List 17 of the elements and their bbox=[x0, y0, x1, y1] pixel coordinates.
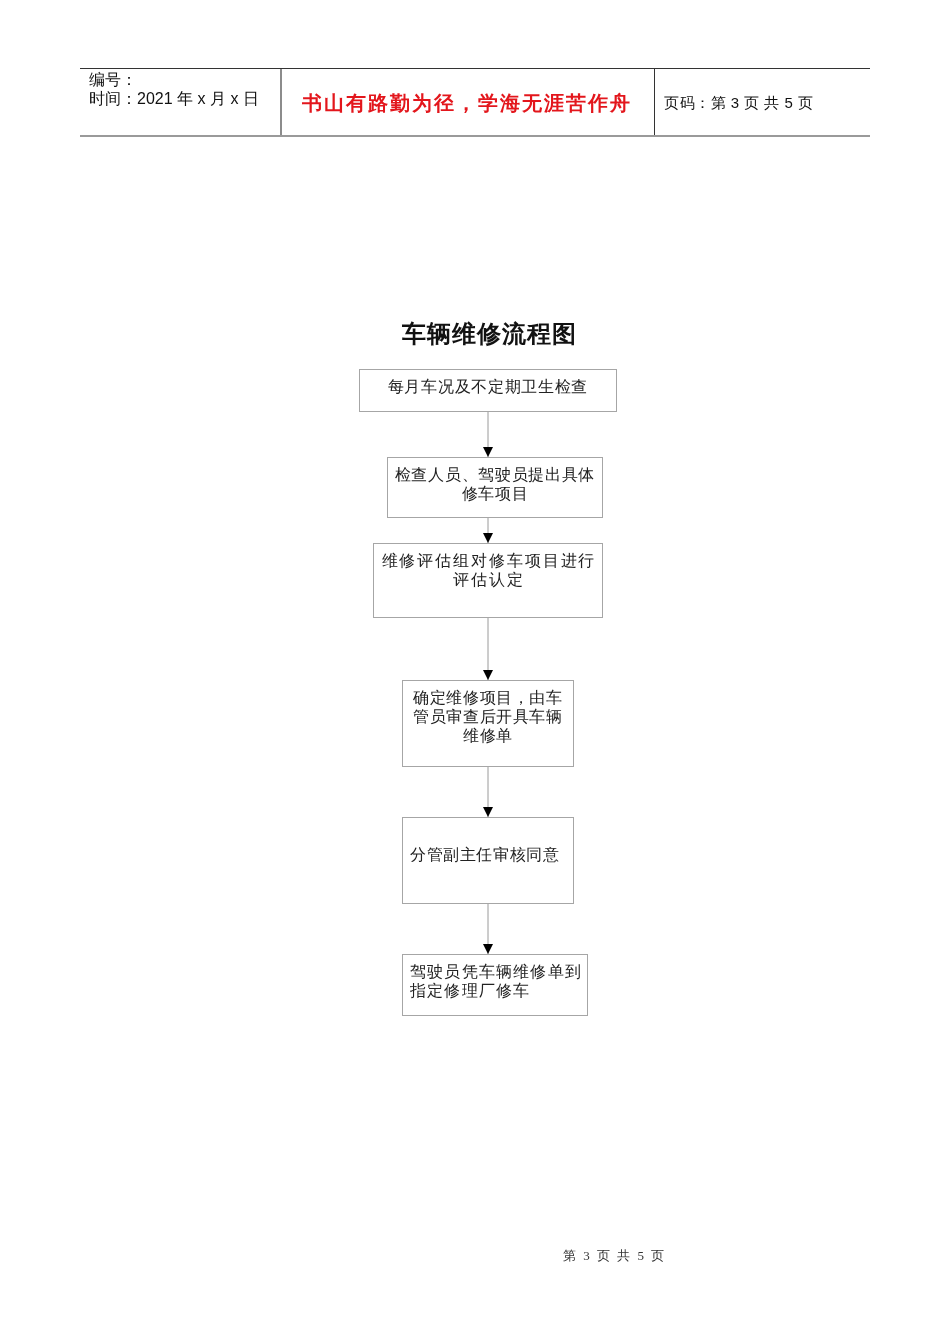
arrow bbox=[483, 517, 493, 544]
arrow bbox=[483, 766, 493, 818]
diagram-title: 车辆维修流程图 bbox=[401, 319, 577, 348]
process-box: 维修评估组对修车项目进行评估认定 bbox=[373, 543, 603, 618]
motto-text: 书山有路勤为径，学海无涯苦作舟 bbox=[302, 91, 632, 115]
process-box: 检查人员、驾驶员提出具体修车项目 bbox=[387, 457, 603, 518]
date-label: 时间：2021 年 x 月 x 日 bbox=[89, 89, 259, 108]
footer-page-number: 第 3 页 共 5 页 bbox=[563, 1248, 667, 1264]
process-box: 确定维修项目，由车管员审查后开具车辆维修单 bbox=[402, 680, 574, 767]
arrow bbox=[483, 617, 493, 681]
page-number: 页码：第 3 页 共 5 页 bbox=[664, 94, 814, 112]
process-box: 每月车况及不定期卫生检查 bbox=[359, 369, 617, 412]
process-box: 分管副主任审核同意 bbox=[402, 817, 574, 904]
code-label: 编号： bbox=[89, 70, 137, 89]
arrow bbox=[483, 411, 493, 458]
arrow bbox=[483, 903, 493, 955]
process-box: 驾驶员凭车辆维修单到指定修理厂修车 bbox=[402, 954, 588, 1016]
